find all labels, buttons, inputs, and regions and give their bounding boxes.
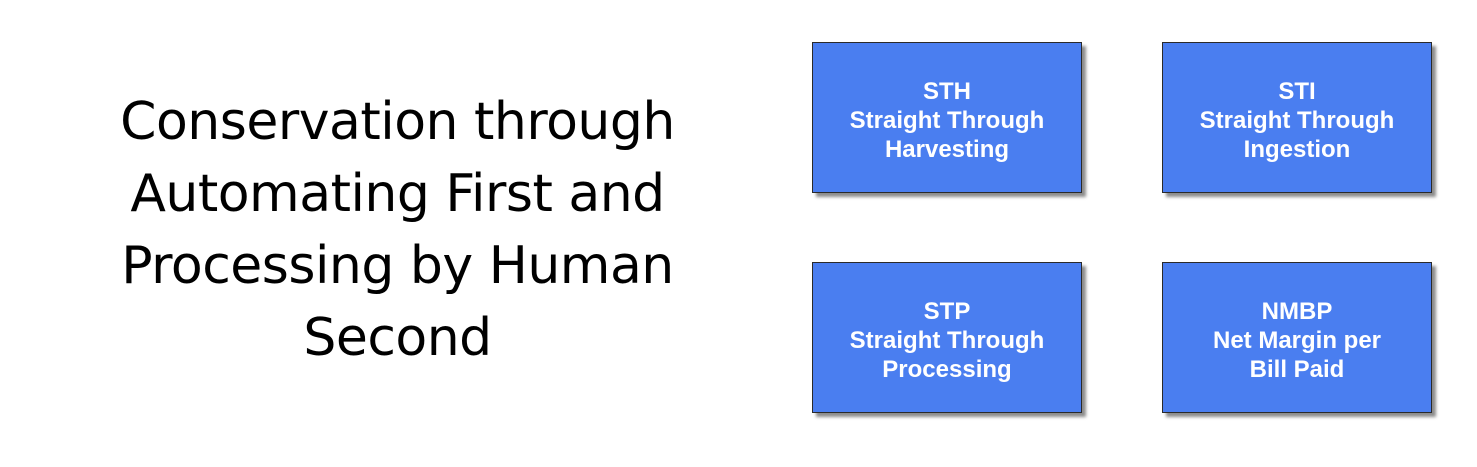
tile-text-line-1: Straight Through (1199, 107, 1395, 134)
tile-sth: STH Straight Through Harvesting (812, 42, 1082, 193)
title-line-4: Second (303, 308, 492, 368)
tile-text-line-1: Net Margin per (1212, 327, 1382, 354)
tile-text-line-2: Harvesting (884, 136, 1010, 163)
tile-abbr: STI (1278, 78, 1316, 105)
tile-abbr: STH (923, 78, 971, 105)
tile-abbr: STP (923, 298, 971, 325)
tile-nmbp: NMBP Net Margin per Bill Paid (1162, 262, 1432, 413)
tile-text-line-1: Straight Through (849, 107, 1045, 134)
title-line-1: Conservation through (120, 92, 675, 152)
tile-text-line-2: Processing (882, 356, 1012, 383)
tile-text-line-1: Straight Through (849, 327, 1045, 354)
tile-text-line-2: Bill Paid (1249, 356, 1345, 383)
title-line-3: Processing by Human (121, 236, 674, 296)
title-line-2: Automating First and (130, 164, 665, 224)
tile-sti: STI Straight Through Ingestion (1162, 42, 1432, 193)
slide-title: Conservation through Automating First an… (30, 86, 765, 374)
tile-text-line-2: Ingestion (1243, 136, 1351, 163)
tile-abbr: NMBP (1261, 298, 1333, 325)
tile-stp: STP Straight Through Processing (812, 262, 1082, 413)
